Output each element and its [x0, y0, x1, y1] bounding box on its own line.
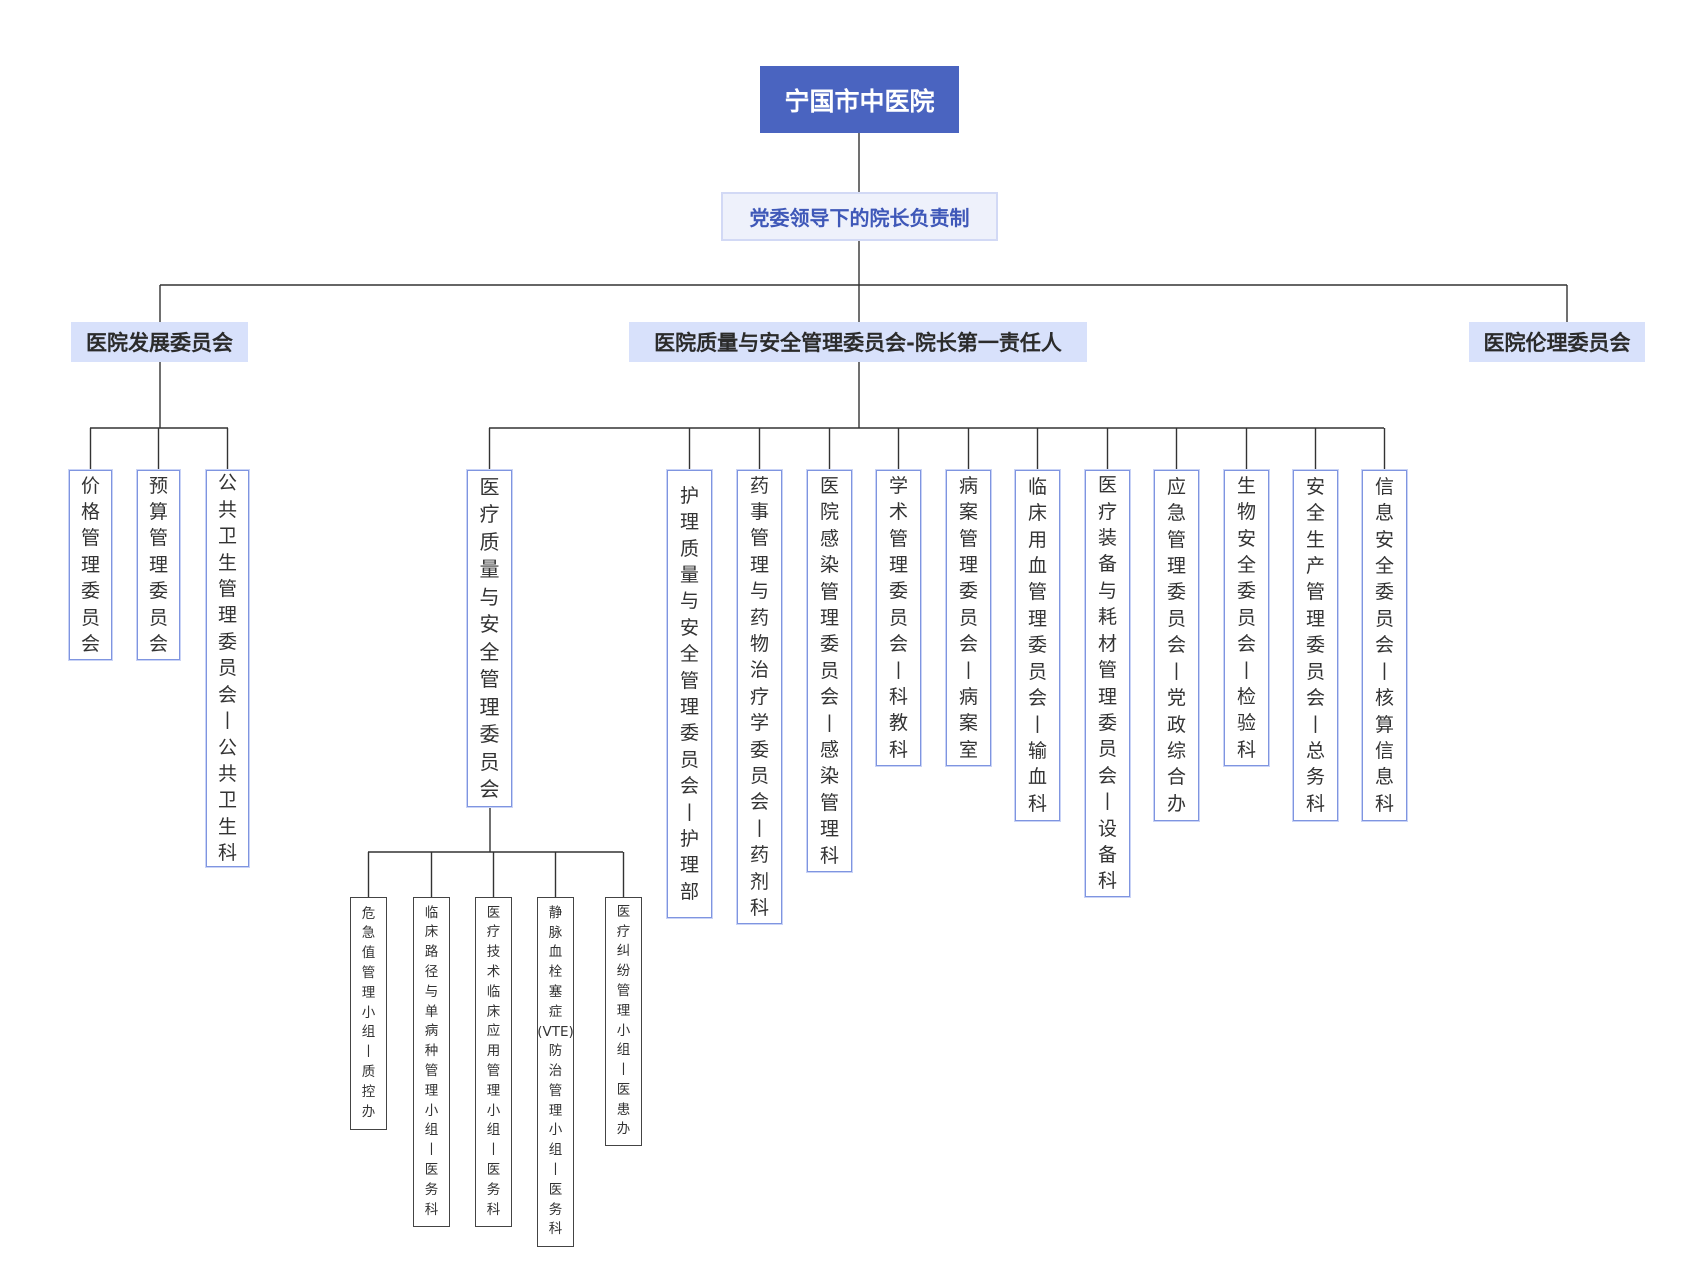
medical-quality-group-box: 静脉血栓塞症(VTE)防治管理小组丨医务科 [537, 897, 574, 1247]
quality-committee-box: 信息安全委员会丨核算信息科 [1362, 470, 1407, 821]
root-node-hospital: 宁国市中医院 [760, 66, 959, 133]
quality-committee-box: 医疗装备与耗材管理委员会丨设备科 [1085, 470, 1130, 897]
development-committee-box: 公共卫生管理委员会丨公共卫生科 [206, 470, 249, 867]
quality-committee-box: 药事管理与药物治疗学委员会丨药剂科 [737, 470, 782, 924]
development-committee-box: 价格管理委员会 [69, 470, 112, 660]
development-committee-node: 医院发展委员会 [71, 322, 248, 362]
quality-committee-box: 安全生产管理委员会丨总务科 [1293, 470, 1338, 821]
quality-committee-box: 医院感染管理委员会丨感染管理科 [807, 470, 852, 872]
development-committee-box: 预算管理委员会 [137, 470, 180, 660]
quality-committee-box: 生物安全委员会丨检验科 [1224, 470, 1269, 766]
medical-quality-group-box: 临床路径与单病种管理小组丨医务科 [413, 897, 450, 1227]
quality-committee-box: 护理质量与安全管理委员会丨护理部 [667, 470, 712, 918]
medical-quality-group-box: 医疗纠纷管理小组丨医患办 [605, 897, 642, 1146]
medical-quality-group-box: 医疗技术临床应用管理小组丨医务科 [475, 897, 512, 1227]
quality-committee-box: 病案管理委员会丨病案室 [946, 470, 991, 766]
ethics-committee-node: 医院伦理委员会 [1469, 322, 1645, 362]
medical-quality-group-box: 危急值管理小组丨质控办 [350, 897, 387, 1130]
quality-committee-box: 应急管理委员会丨党政综合办 [1154, 470, 1199, 821]
governance-node: 党委领导下的院长负责制 [721, 192, 998, 241]
quality-committee-box: 医疗质量与安全管理委员会 [467, 470, 512, 807]
quality-committee-box: 临床用血管理委员会丨输血科 [1015, 470, 1060, 821]
quality-committee-box: 学术管理委员会丨科教科 [876, 470, 921, 766]
quality-safety-committee-node: 医院质量与安全管理委员会-院长第一责任人 [629, 322, 1087, 362]
